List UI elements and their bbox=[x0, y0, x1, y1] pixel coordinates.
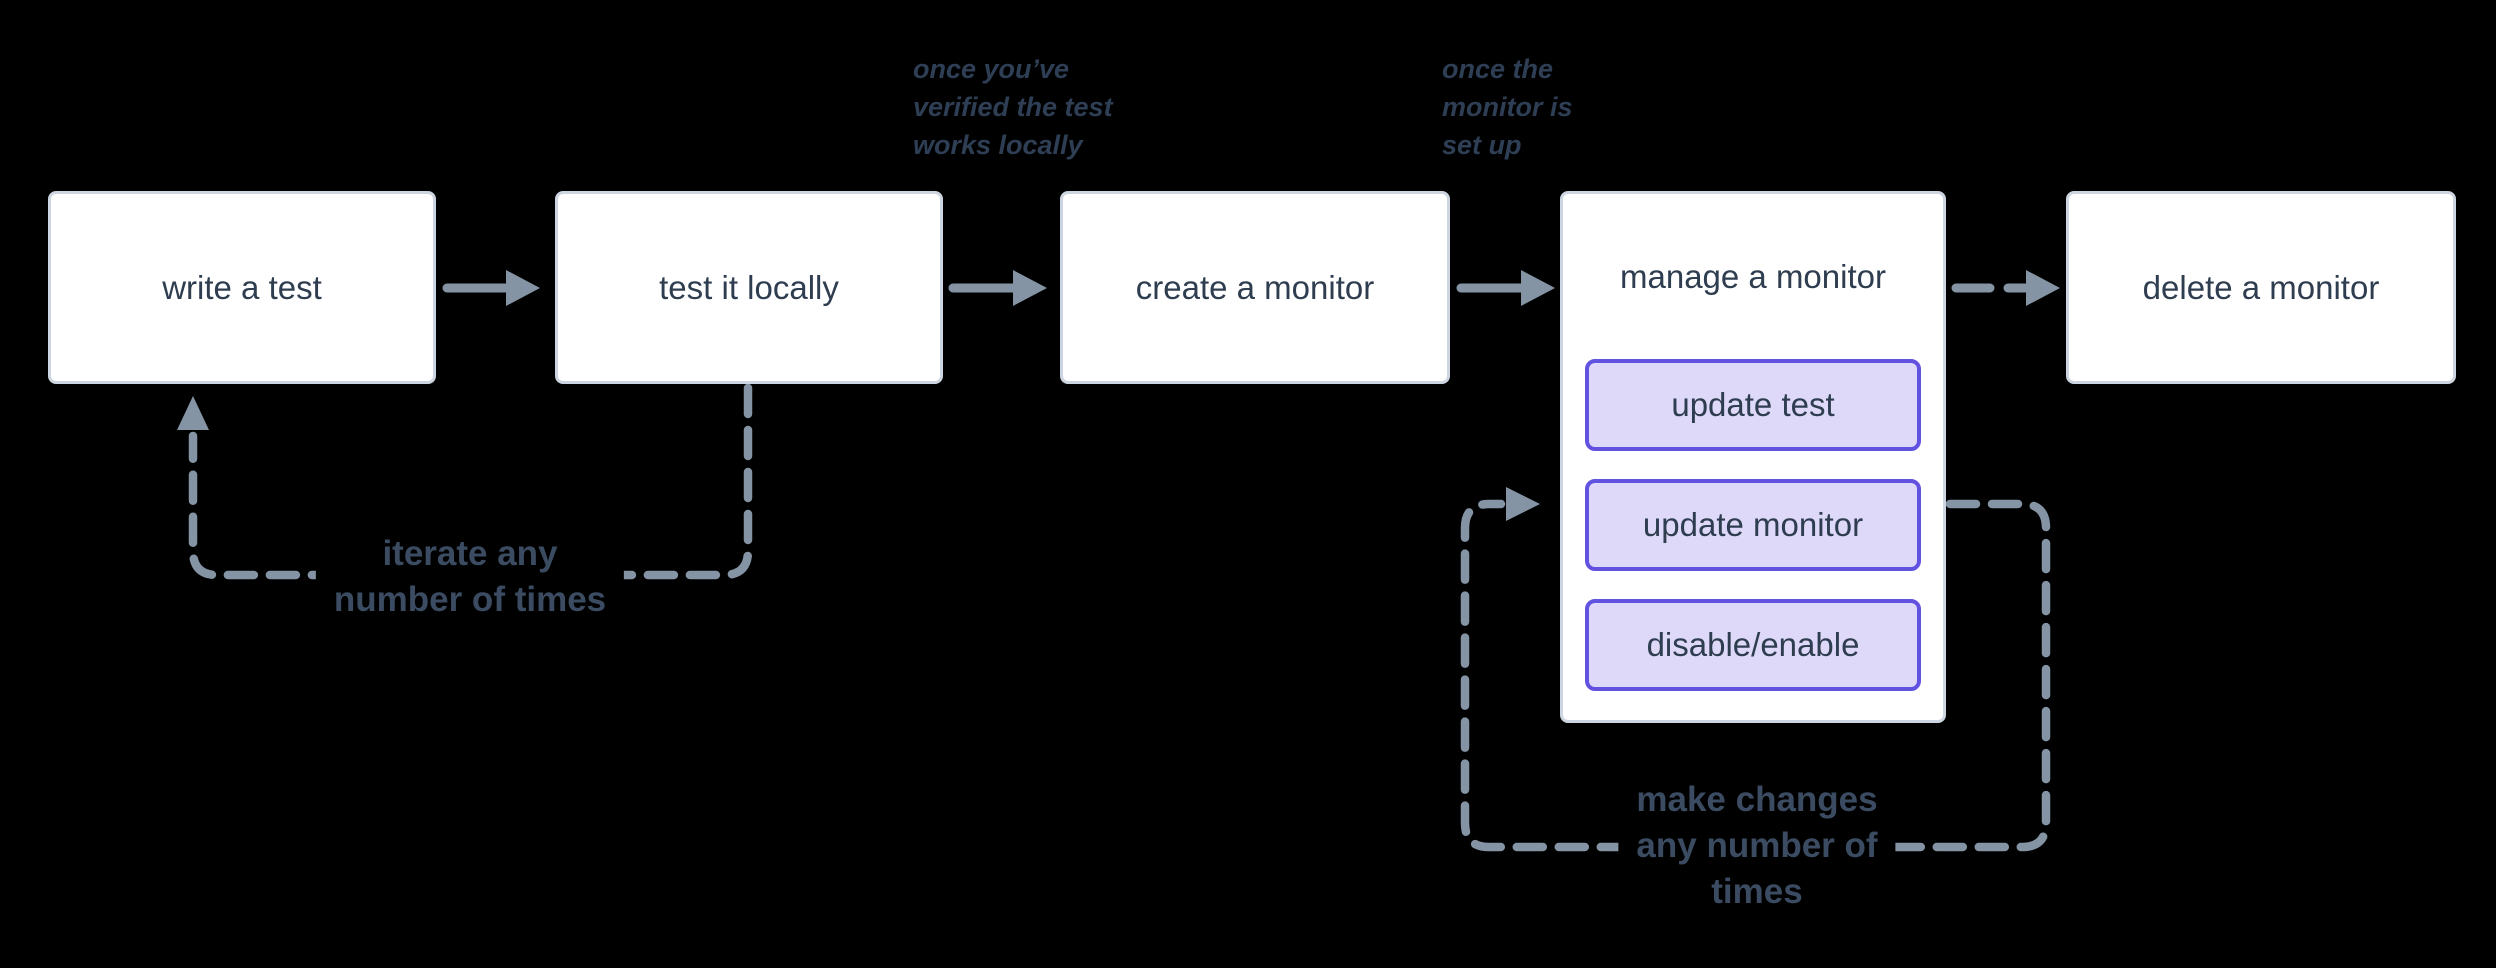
action-update-test-label: update test bbox=[1671, 386, 1835, 423]
node-manage-a-monitor: manage a monitor update test update moni… bbox=[1560, 191, 1946, 723]
action-update-monitor: update monitor bbox=[1585, 479, 1921, 571]
node-delete-a-monitor-label: delete a monitor bbox=[2142, 268, 2380, 306]
action-update-test: update test bbox=[1585, 359, 1921, 451]
action-disable-enable-label: disable/enable bbox=[1646, 626, 1860, 663]
action-disable-enable: disable/enable bbox=[1585, 599, 1921, 691]
node-create-a-monitor: create a monitor bbox=[1060, 191, 1450, 384]
node-delete-a-monitor: delete a monitor bbox=[2066, 191, 2456, 384]
node-write-a-test-label: write a test bbox=[162, 268, 322, 306]
loop-iterate-path bbox=[177, 383, 753, 580]
loop-make-changes-label: make changes any number of times bbox=[1618, 773, 1896, 919]
node-write-a-test: write a test bbox=[48, 191, 436, 384]
arrow-test-to-create bbox=[948, 270, 1047, 306]
arrow-create-to-manage bbox=[1456, 270, 1555, 306]
arrow-write-to-test bbox=[442, 270, 540, 306]
arrow-manage-to-delete bbox=[1951, 270, 2060, 306]
node-manage-a-monitor-label: manage a monitor bbox=[1620, 257, 1886, 295]
node-manage-a-monitor-title-row: manage a monitor bbox=[1563, 194, 1943, 359]
node-test-it-locally: test it locally bbox=[555, 191, 943, 384]
annotation-once-monitor-set-up: once the monitor is set up bbox=[1442, 54, 1573, 160]
action-update-monitor-label: update monitor bbox=[1642, 506, 1864, 543]
annotation-once-verified: once you’ve verified the test works loca… bbox=[913, 54, 1113, 160]
loop-iterate-label: iterate any number of times bbox=[315, 527, 625, 627]
node-create-a-monitor-label: create a monitor bbox=[1135, 268, 1375, 306]
node-test-it-locally-label: test it locally bbox=[659, 268, 839, 306]
